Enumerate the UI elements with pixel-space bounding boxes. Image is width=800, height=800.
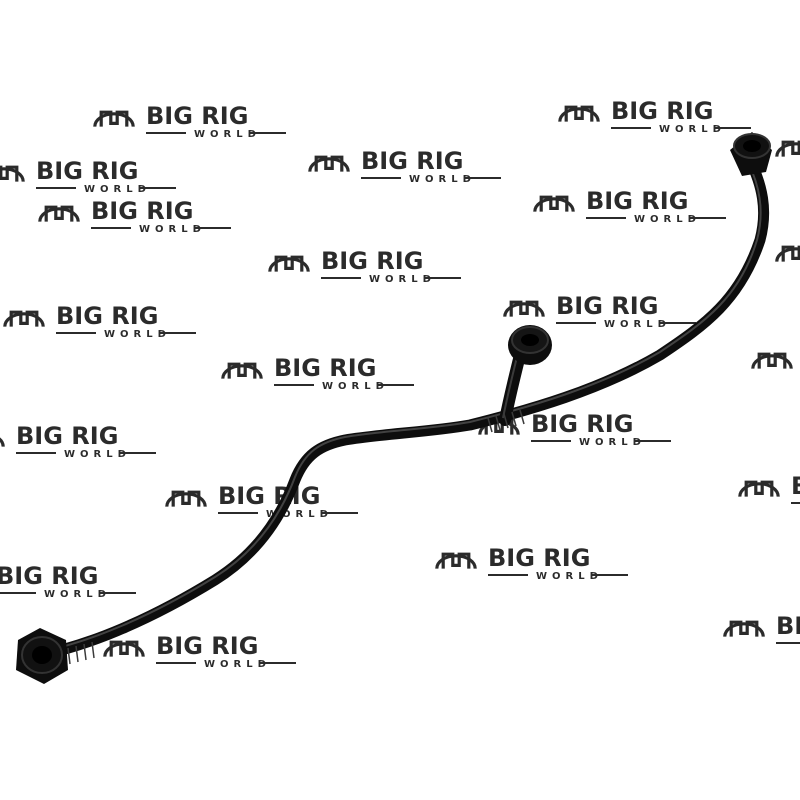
watermark-brand: BIG RIG: [146, 102, 248, 130]
main-tube-highlight: [39, 161, 762, 653]
logo-mark-icon: [3, 310, 45, 329]
watermark-sub: WORLD: [44, 589, 111, 600]
logo-mark-icon: [435, 552, 477, 571]
logo-mark-icon: [221, 362, 263, 381]
watermark-sub: WORLD: [322, 381, 389, 392]
logo-mark-icon: [503, 300, 545, 319]
logo-mark-icon: [775, 245, 800, 264]
watermark-brand: BIG RIG: [586, 187, 688, 215]
watermark-brand: BIG RIG: [91, 197, 193, 225]
watermark-sub: WORLD: [139, 224, 206, 235]
logo-mark-icon: [558, 105, 600, 124]
watermark-sub: WORLD: [204, 659, 271, 670]
watermark-brand: BIG RIG: [156, 632, 258, 660]
logo-mark-icon: [751, 352, 793, 371]
watermark-sub: WORLD: [266, 509, 333, 520]
watermark-brand: BIG RIG: [776, 612, 800, 640]
watermark-sub: WORLD: [604, 319, 671, 330]
watermark-sub: WORLD: [579, 437, 646, 448]
logo-mark-icon: [38, 205, 80, 224]
watermark-brand: BIG RIG: [791, 472, 800, 500]
watermark-brand: BIG RIG: [274, 354, 376, 382]
branch-fitting: [508, 325, 552, 365]
logo-mark-icon: [533, 195, 575, 214]
watermark-brand: BIG RIG: [0, 562, 98, 590]
top-fitting: [730, 132, 772, 176]
tube-part: [16, 132, 772, 684]
watermark-sub: WORLD: [194, 129, 261, 140]
watermark-brand: BIG RIG: [531, 410, 633, 438]
watermark-sub: WORLD: [409, 174, 476, 185]
logo-mark-icon: [0, 430, 5, 449]
watermark-brand: BIG RIG: [16, 422, 118, 450]
watermark-brand: BIG RIG: [321, 247, 423, 275]
logo-mark-icon: [738, 480, 780, 499]
watermark-sub: WORLD: [634, 214, 701, 225]
bottom-fitting: [16, 628, 95, 684]
logo-mark-icon: [308, 155, 350, 174]
watermark-brand: BIG RIG: [361, 147, 463, 175]
logo-mark-icon: [775, 140, 800, 159]
watermark-brand: BIG RIG: [218, 482, 320, 510]
watermark-sub: WORLD: [369, 274, 436, 285]
watermark-sub: WORLD: [659, 124, 726, 135]
logo-mark-icon: [93, 110, 135, 129]
watermark-brand: BIG RIG: [611, 97, 713, 125]
logo-mark-icon: [268, 255, 310, 274]
watermark-brand: BIG RIG: [56, 302, 158, 330]
watermark-sub: WORLD: [84, 184, 151, 195]
logo-mark-icon: [723, 620, 765, 639]
watermark-brand: BIG RIG: [36, 157, 138, 185]
watermark-sub: WORLD: [536, 571, 603, 582]
main-tube: [34, 154, 770, 661]
logo-mark-icon: [103, 640, 145, 659]
watermark-sub: WORLD: [104, 329, 171, 340]
logo-mark-icon: [165, 490, 207, 509]
watermark-brand: BIG RIG: [488, 544, 590, 572]
watermark-brand: BIG RIG: [556, 292, 658, 320]
ribbed-section: [487, 409, 525, 433]
watermark-sub: WORLD: [64, 449, 131, 460]
logo-mark-icon: [0, 165, 25, 184]
